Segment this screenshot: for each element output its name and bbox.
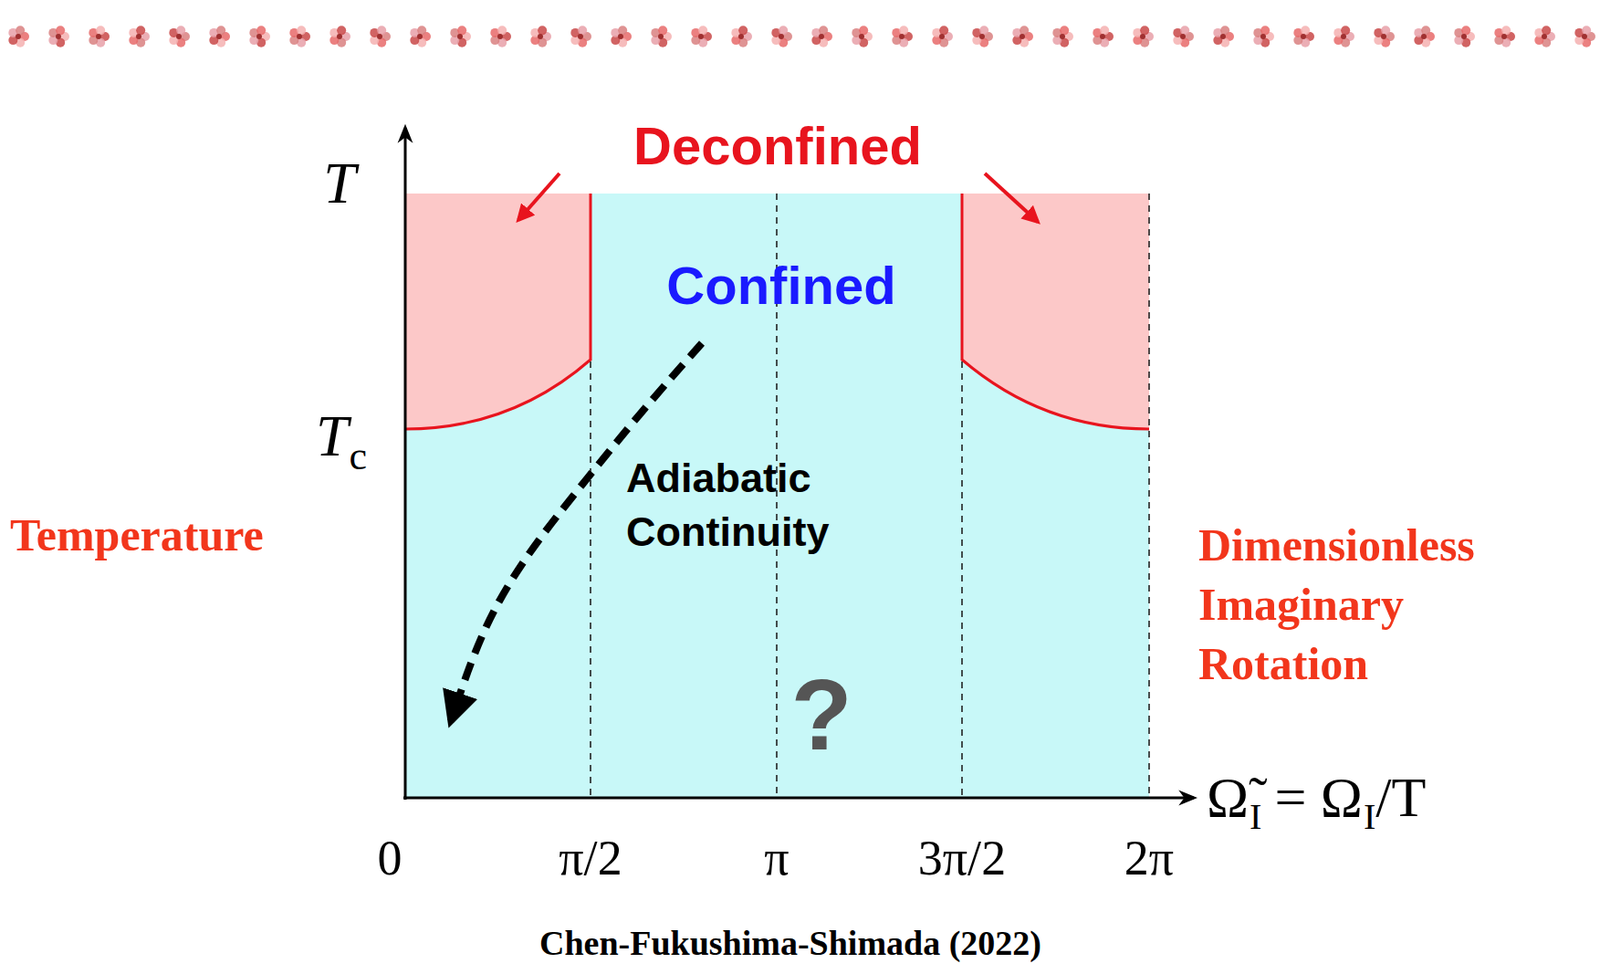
region-label: Confined bbox=[666, 255, 896, 317]
tick-label: 0 bbox=[377, 829, 403, 887]
axis-title: Temperature bbox=[10, 509, 264, 563]
axis-label: T bbox=[323, 149, 356, 218]
tick-label: 2π bbox=[1124, 829, 1174, 887]
grid-lines bbox=[590, 193, 1150, 798]
leader-arrow bbox=[984, 173, 1038, 222]
tick-label: π bbox=[763, 829, 789, 887]
deconfined-region bbox=[405, 193, 591, 429]
question-mark: ? bbox=[790, 657, 852, 774]
axis-subscript: I bbox=[1249, 795, 1262, 838]
axis-label: Ω̃ bbox=[1206, 764, 1249, 830]
formula: Ω̃I= ΩI/T bbox=[1206, 764, 1426, 830]
axis-label: = Ω bbox=[1274, 764, 1363, 830]
confined-region bbox=[405, 193, 1150, 798]
axis-title: Dimensionless Imaginary Rotation bbox=[1198, 515, 1582, 694]
caption: Chen-Fukushima-Shimada (2022) bbox=[539, 923, 1042, 964]
tick-label: π/2 bbox=[558, 829, 622, 887]
y-axis bbox=[404, 127, 408, 800]
formula: Tc bbox=[315, 402, 367, 471]
deconfined-region bbox=[962, 193, 1150, 429]
axis-subscript: I bbox=[1363, 795, 1376, 838]
annotation: Adiabatic Continuity bbox=[626, 451, 928, 559]
phase-boundary bbox=[962, 193, 1150, 429]
leader-arrow bbox=[518, 173, 560, 220]
flower-border bbox=[8, 25, 1596, 47]
axis-label: /T bbox=[1375, 764, 1426, 830]
axis-label: T bbox=[315, 402, 349, 471]
axis-subscript: c bbox=[348, 434, 367, 482]
tick-label: 3π/2 bbox=[918, 829, 1006, 887]
region-label: Deconfined bbox=[633, 115, 922, 178]
x-axis bbox=[403, 796, 1194, 800]
phase-boundary bbox=[405, 193, 591, 429]
